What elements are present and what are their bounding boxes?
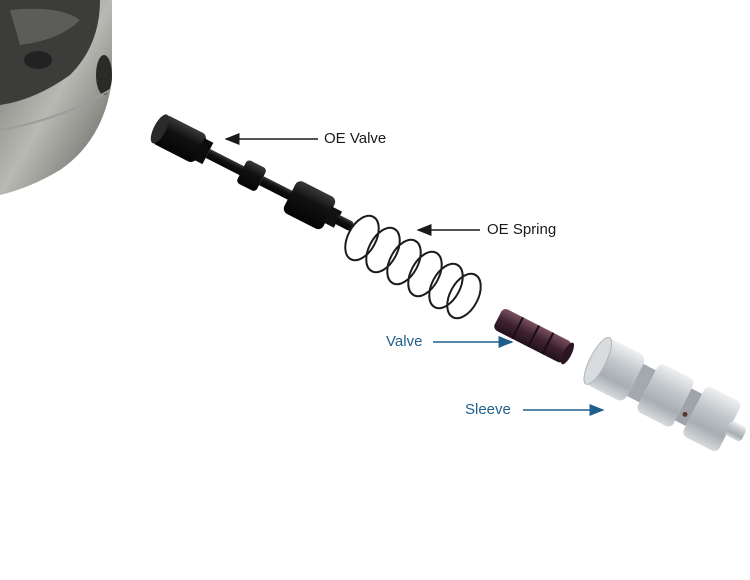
oe-spring-label: OE Spring — [487, 221, 557, 238]
pump-housing-image — [0, 0, 112, 195]
sleeve-label: Sleeve — [465, 401, 511, 418]
valve-image — [494, 309, 575, 365]
oe-valve-image — [150, 114, 354, 231]
sleeve-image — [583, 336, 747, 451]
oe-valve-label: OE Valve — [324, 130, 387, 147]
valve-label: Valve — [386, 333, 423, 350]
oe-spring-image — [344, 214, 482, 320]
